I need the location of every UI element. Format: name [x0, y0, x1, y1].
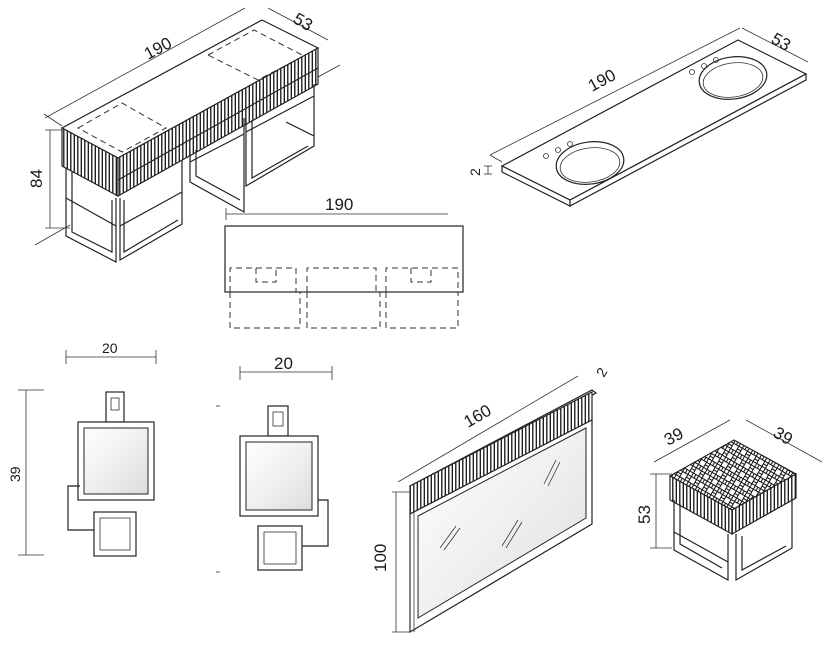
top-thickness-label: 2 [467, 168, 483, 176]
stool-isometric: 39 39 53 [635, 419, 823, 582]
vanity-height-label: 84 [27, 169, 46, 188]
mirror-depth-label: 2 [593, 365, 611, 380]
sconce-height-label: 39 [7, 466, 23, 482]
sconce-side-width-label: 20 [274, 354, 293, 373]
mirror-height-label: 100 [371, 544, 390, 572]
wall-sconce-front: 20 39 [7, 340, 157, 557]
vanity-plan-view: 190 [224, 195, 464, 329]
mirror-isometric: 160 2 100 [371, 365, 611, 634]
wall-sconce-side: 20 [216, 354, 333, 573]
top-depth-label: 53 [768, 29, 794, 55]
mirror-width-label: 160 [461, 401, 495, 432]
stool-height-label: 53 [635, 505, 654, 524]
plan-width-label: 190 [325, 195, 353, 214]
top-width-label: 190 [585, 65, 619, 95]
countertop-isometric: 190 53 2 [467, 27, 809, 208]
vanity-isometric: 190 53 84 [27, 7, 341, 263]
sconce-front-width-label: 20 [102, 340, 118, 356]
vanity-width-label: 190 [141, 33, 175, 63]
